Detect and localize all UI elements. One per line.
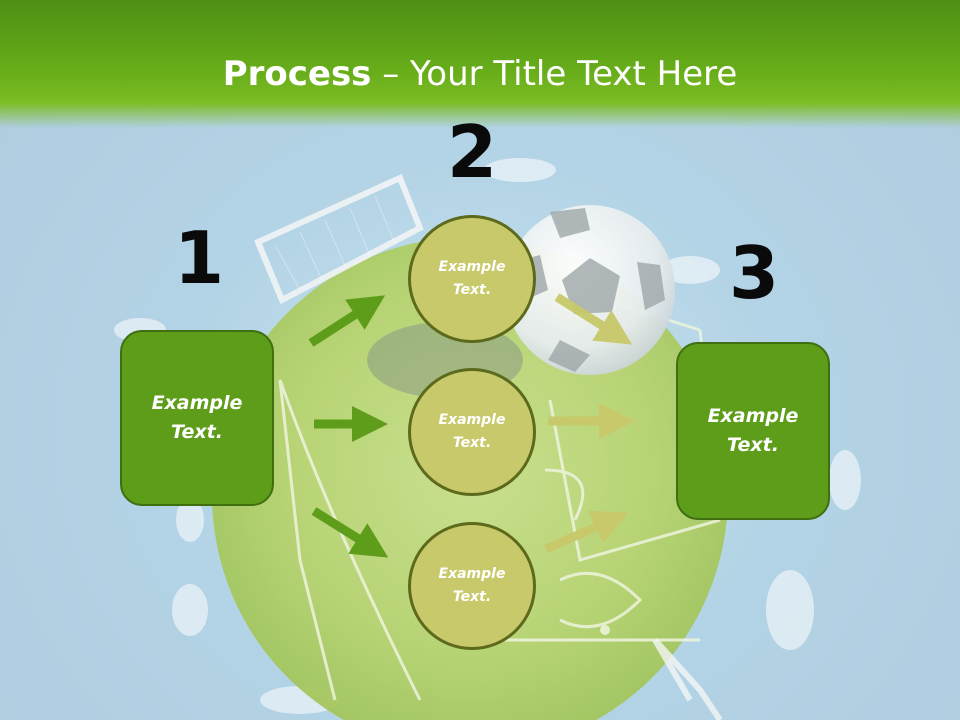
right-box-text: Example Text. xyxy=(707,405,799,456)
circle-step-1: Example Text. xyxy=(408,215,536,343)
goal-bottom-right xyxy=(652,637,723,720)
title-bold: Process xyxy=(222,54,372,94)
circle-3-text: Example Text. xyxy=(438,566,506,605)
goal-top-left xyxy=(254,173,424,305)
step-number-2: 2 xyxy=(446,110,498,194)
right-step-box: Example Text. xyxy=(676,342,830,520)
left-box-text: Example Text. xyxy=(151,392,243,443)
circle-step-2: Example Text. xyxy=(408,368,536,496)
circle-1-text: Example Text. xyxy=(438,259,506,298)
circle-2-text: Example Text. xyxy=(438,412,506,451)
title-rest: – Your Title Text Here xyxy=(371,54,738,94)
slide-title: Process – Your Title Text Here xyxy=(0,52,960,96)
left-step-box: Example Text. xyxy=(120,330,274,506)
circle-step-3: Example Text. xyxy=(408,522,536,650)
header-bar xyxy=(0,0,960,128)
step-number-3: 3 xyxy=(728,231,780,315)
step-number-1: 1 xyxy=(173,216,225,300)
